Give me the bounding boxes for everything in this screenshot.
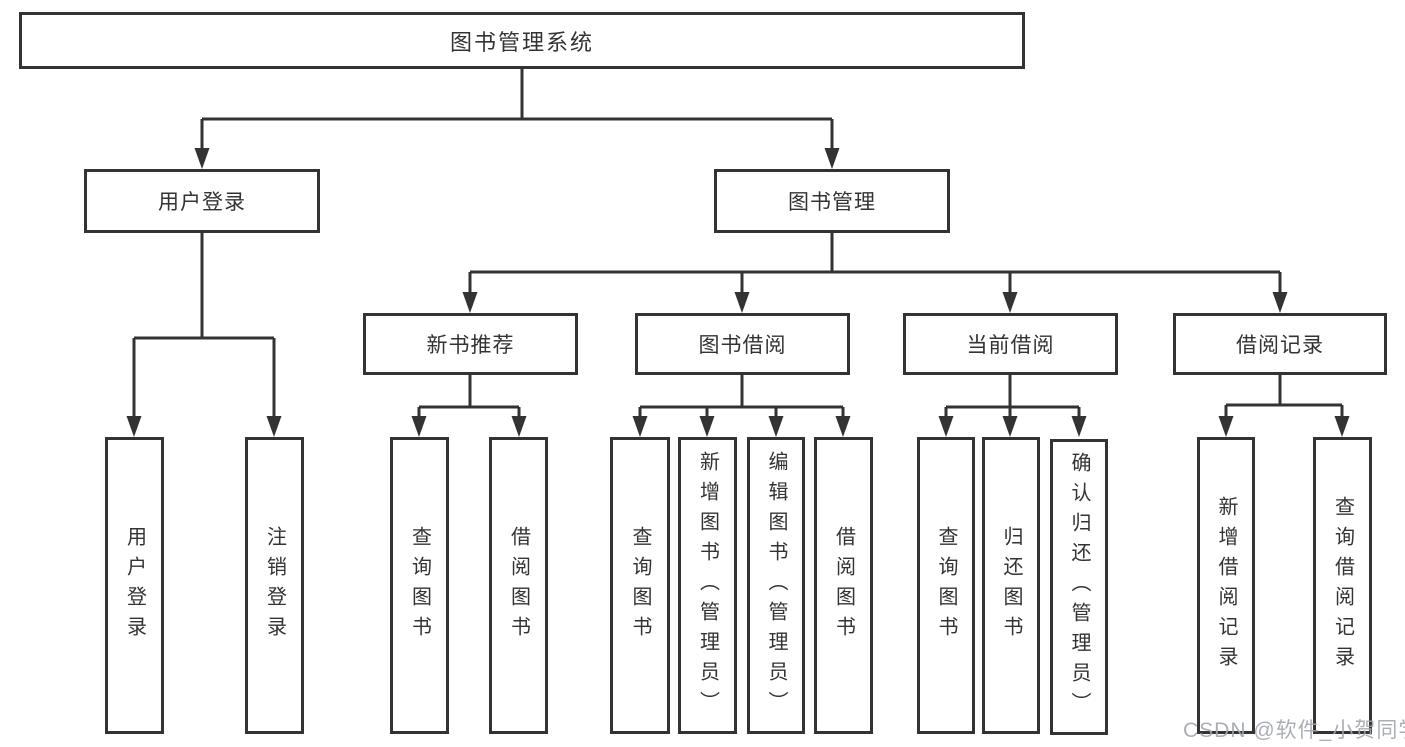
leaf-bb-edit-book: 编辑图书（管理员） — [747, 437, 805, 734]
node-new-book-recommend: 新书推荐 — [363, 313, 578, 375]
leaf-br-add-record: 新增借阅记录 — [1197, 437, 1255, 734]
leaf-newrec-query-book-label: 查询图书 — [408, 525, 431, 646]
node-user-login: 用户登录 — [84, 169, 320, 233]
leaf-br-add-record-label: 新增借阅记录 — [1215, 495, 1237, 676]
node-book-borrowing-label: 图书借阅 — [698, 334, 787, 357]
leaf-cb-query-book: 查询图书 — [917, 437, 975, 734]
node-user-login-label: 用户登录 — [158, 191, 246, 214]
leaf-cb-return-book-label: 归还图书 — [1000, 525, 1022, 646]
leaf-bb-edit-book-label: 编辑图书（管理员） — [765, 450, 787, 721]
leaf-cb-return-book: 归还图书 — [982, 437, 1040, 734]
leaf-cb-confirm-return-label: 确认归还（管理员） — [1068, 452, 1090, 722]
watermark: CSDN @软件_小贺同学 — [1183, 719, 1405, 742]
leaf-br-query-record: 查询借阅记录 — [1313, 437, 1372, 734]
leaf-bb-add-book: 新增图书（管理员） — [678, 437, 737, 734]
leaf-bb-add-book-label: 新增图书（管理员） — [696, 450, 719, 721]
node-current-borrowing: 当前借阅 — [903, 313, 1118, 375]
leaf-user-login-label: 用户登录 — [123, 525, 146, 646]
leaf-user-login: 用户登录 — [105, 437, 164, 734]
node-book-management: 图书管理 — [714, 169, 950, 233]
leaf-newrec-borrow-book-label: 借阅图书 — [507, 525, 530, 646]
arrowheads — [126, 148, 1350, 437]
node-new-book-recommend-label: 新书推荐 — [426, 334, 515, 357]
leaf-logout-label: 注销登录 — [263, 525, 286, 646]
leaf-cb-confirm-return: 确认归还（管理员） — [1050, 439, 1108, 735]
connector-shafts — [132, 69, 1344, 422]
node-borrow-records-label: 借阅记录 — [1236, 334, 1324, 357]
leaf-bb-query-book-label: 查询图书 — [629, 525, 651, 646]
leaf-bb-borrow-book: 借阅图书 — [814, 437, 873, 734]
node-book-borrowing: 图书借阅 — [635, 313, 850, 375]
leaf-newrec-query-book: 查询图书 — [390, 437, 449, 734]
node-borrow-records: 借阅记录 — [1173, 313, 1387, 375]
leaf-bb-borrow-book-label: 借阅图书 — [832, 525, 855, 646]
node-book-management-label: 图书管理 — [788, 191, 876, 214]
node-root: 图书管理系统 — [19, 12, 1025, 69]
leaf-cb-query-book-label: 查询图书 — [935, 525, 957, 646]
leaf-newrec-borrow-book: 借阅图书 — [489, 437, 548, 734]
node-current-borrowing-label: 当前借阅 — [966, 334, 1055, 357]
leaf-logout: 注销登录 — [245, 437, 304, 734]
leaf-br-query-record-label: 查询借阅记录 — [1331, 495, 1354, 676]
leaf-bb-query-book: 查询图书 — [610, 437, 670, 734]
node-root-label: 图书管理系统 — [449, 29, 594, 55]
